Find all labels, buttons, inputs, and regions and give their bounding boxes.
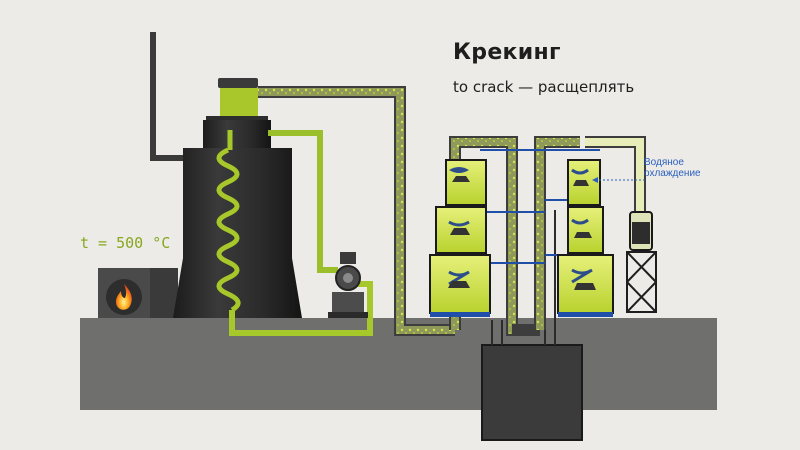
tower-top-green — [220, 88, 258, 116]
diagram-subtitle: to crack — расщеплять — [453, 78, 635, 96]
temperature-label: t = 500 °C — [80, 234, 171, 252]
coil-pipe — [229, 281, 373, 336]
cooling-label-line2: охлаждение — [644, 168, 701, 179]
pump-icon — [328, 252, 368, 318]
gas-holder — [626, 211, 657, 313]
cooling-label: Водяное охлаждение — [644, 157, 734, 179]
fire-icon — [115, 284, 132, 310]
heating-coil — [216, 147, 241, 313]
chimney — [150, 32, 185, 161]
diagram-title: Крекинг — [453, 40, 561, 65]
right-column-stack — [557, 159, 614, 317]
underground-tank — [481, 344, 583, 441]
shower-icon — [448, 176, 470, 288]
left-column-stack — [429, 159, 491, 317]
side-pipe — [268, 130, 338, 273]
cooling-label-line1: Водяное — [644, 157, 684, 168]
tower-top-cap — [218, 78, 258, 88]
tower-neck — [203, 120, 271, 148]
tower-body — [173, 148, 302, 318]
firebox-door — [106, 279, 142, 315]
